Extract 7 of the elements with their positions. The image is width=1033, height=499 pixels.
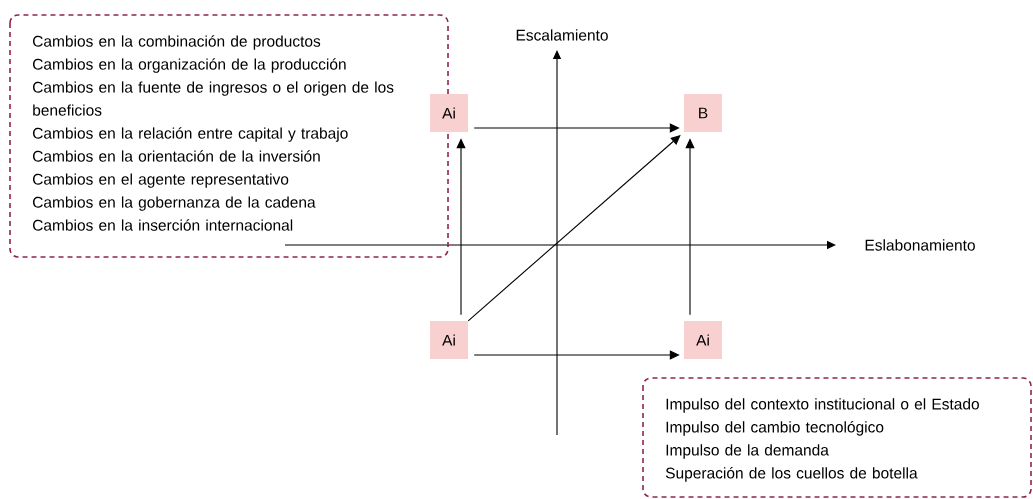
- label-box: Ai: [430, 94, 468, 132]
- label-box: Ai: [430, 321, 468, 359]
- axis-label: Escalamiento: [516, 29, 608, 41]
- dashed-text-box: Impulso del contexto institucional o el Estado Impulso del cambio tecnológico Impulso de la demanda Superación de los cuellos de botella: [642, 377, 1032, 498]
- label-box: Ai: [684, 321, 722, 359]
- label-box: B: [684, 94, 722, 132]
- axis-label: Eslabonamiento: [865, 239, 975, 251]
